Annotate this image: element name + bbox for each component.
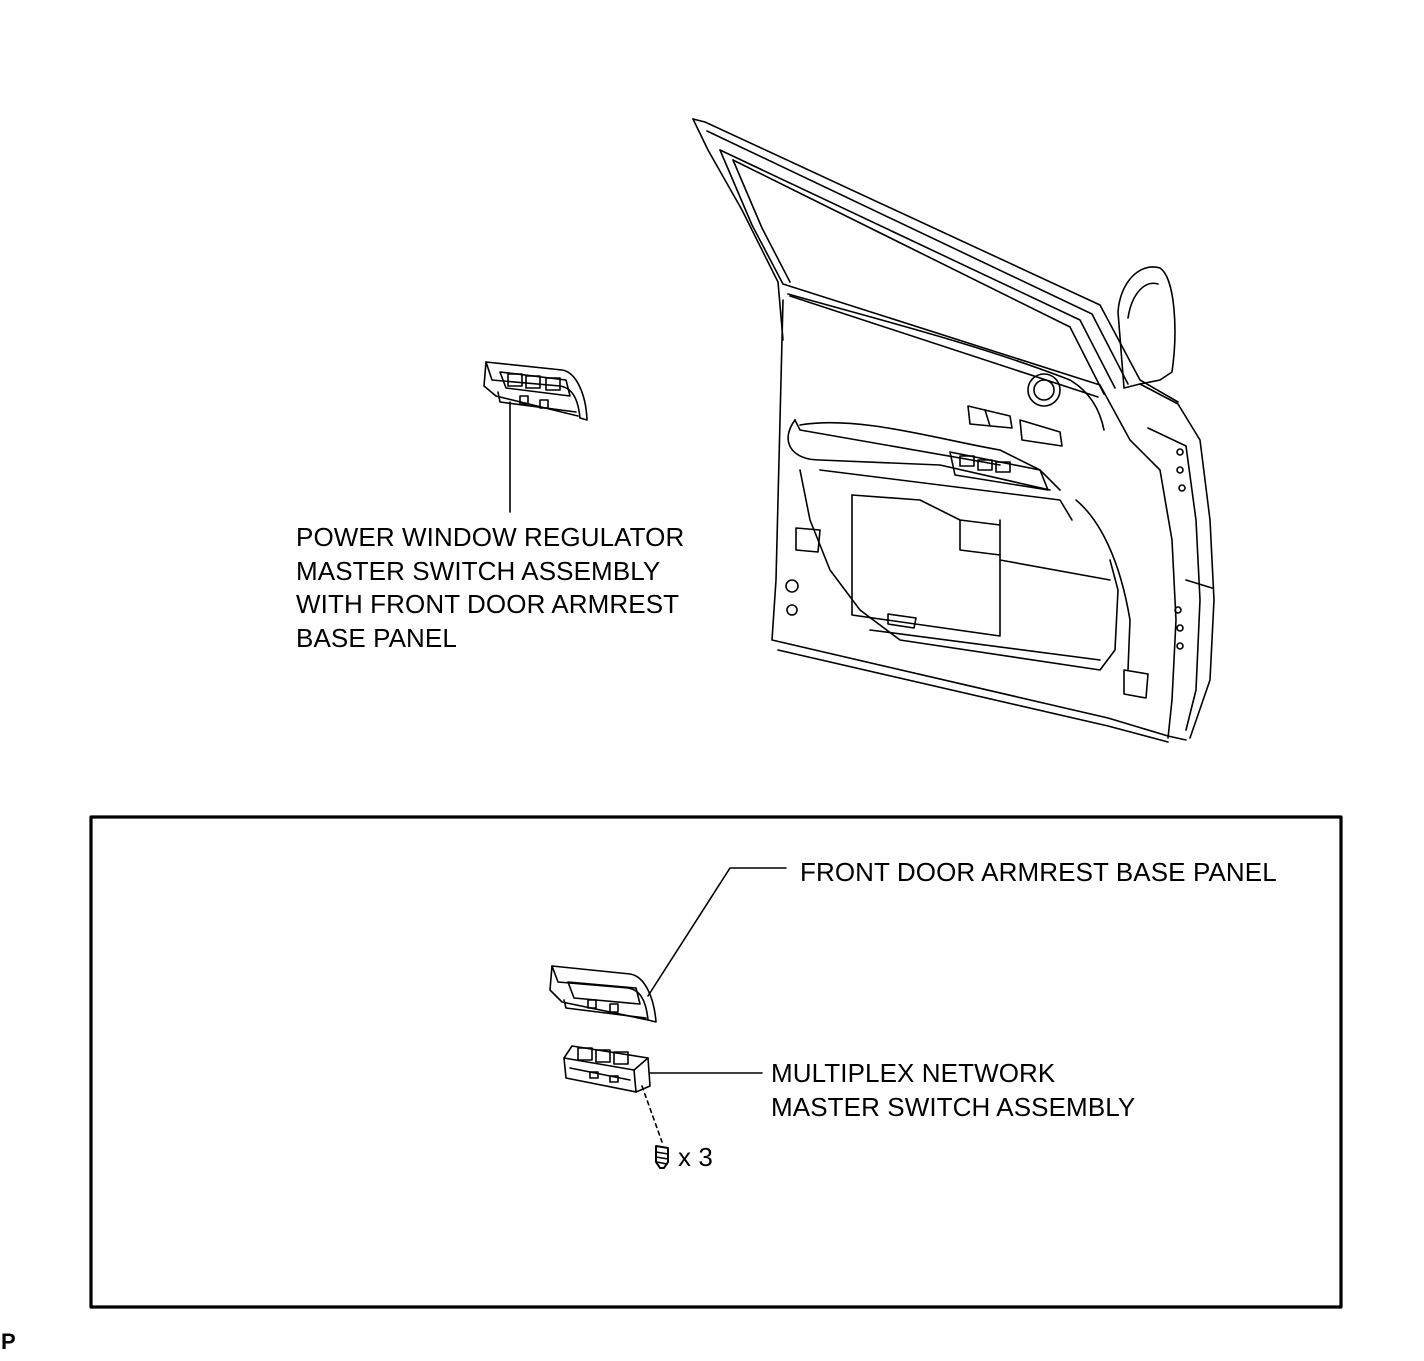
armrest-base-panel-drawing: [549, 965, 657, 1023]
corner-mark: P: [1, 1329, 16, 1354]
power-window-label-line-2: MASTER SWITCH ASSEMBLY: [296, 555, 661, 586]
power-window-label-line-1: POWER WINDOW REGULATOR: [296, 522, 685, 552]
leader-line-armrest-panel: [647, 867, 787, 997]
multiplex-label-line-1: MULTIPLEX NETWORK: [771, 1058, 1056, 1088]
multiplex-master-switch-drawing: [563, 1045, 651, 1093]
front-door-drawing: [692, 118, 1215, 743]
detail-frame: [89, 815, 1343, 1309]
power-window-label-line-4: BASE PANEL: [296, 622, 457, 653]
dashed-screw-line: [641, 1085, 663, 1143]
multiplex-label-line-2: MASTER SWITCH ASSEMBLY: [771, 1091, 1136, 1122]
power-window-label-line-3: WITH FRONT DOOR ARMREST: [296, 589, 680, 619]
power-window-switch-assembly-drawing: [483, 361, 588, 421]
multiplex-switch-label: MULTIPLEX NETWORK MASTER SWITCH ASSEMBLY: [771, 1057, 1135, 1124]
armrest-panel-label: FRONT DOOR ARMREST BASE PANEL: [800, 857, 1277, 887]
screw-icon: [655, 1145, 669, 1169]
screw-quantity-label: x 3: [678, 1142, 713, 1172]
power-window-switch-label: POWER WINDOW REGULATOR MASTER SWITCH ASS…: [296, 521, 684, 655]
